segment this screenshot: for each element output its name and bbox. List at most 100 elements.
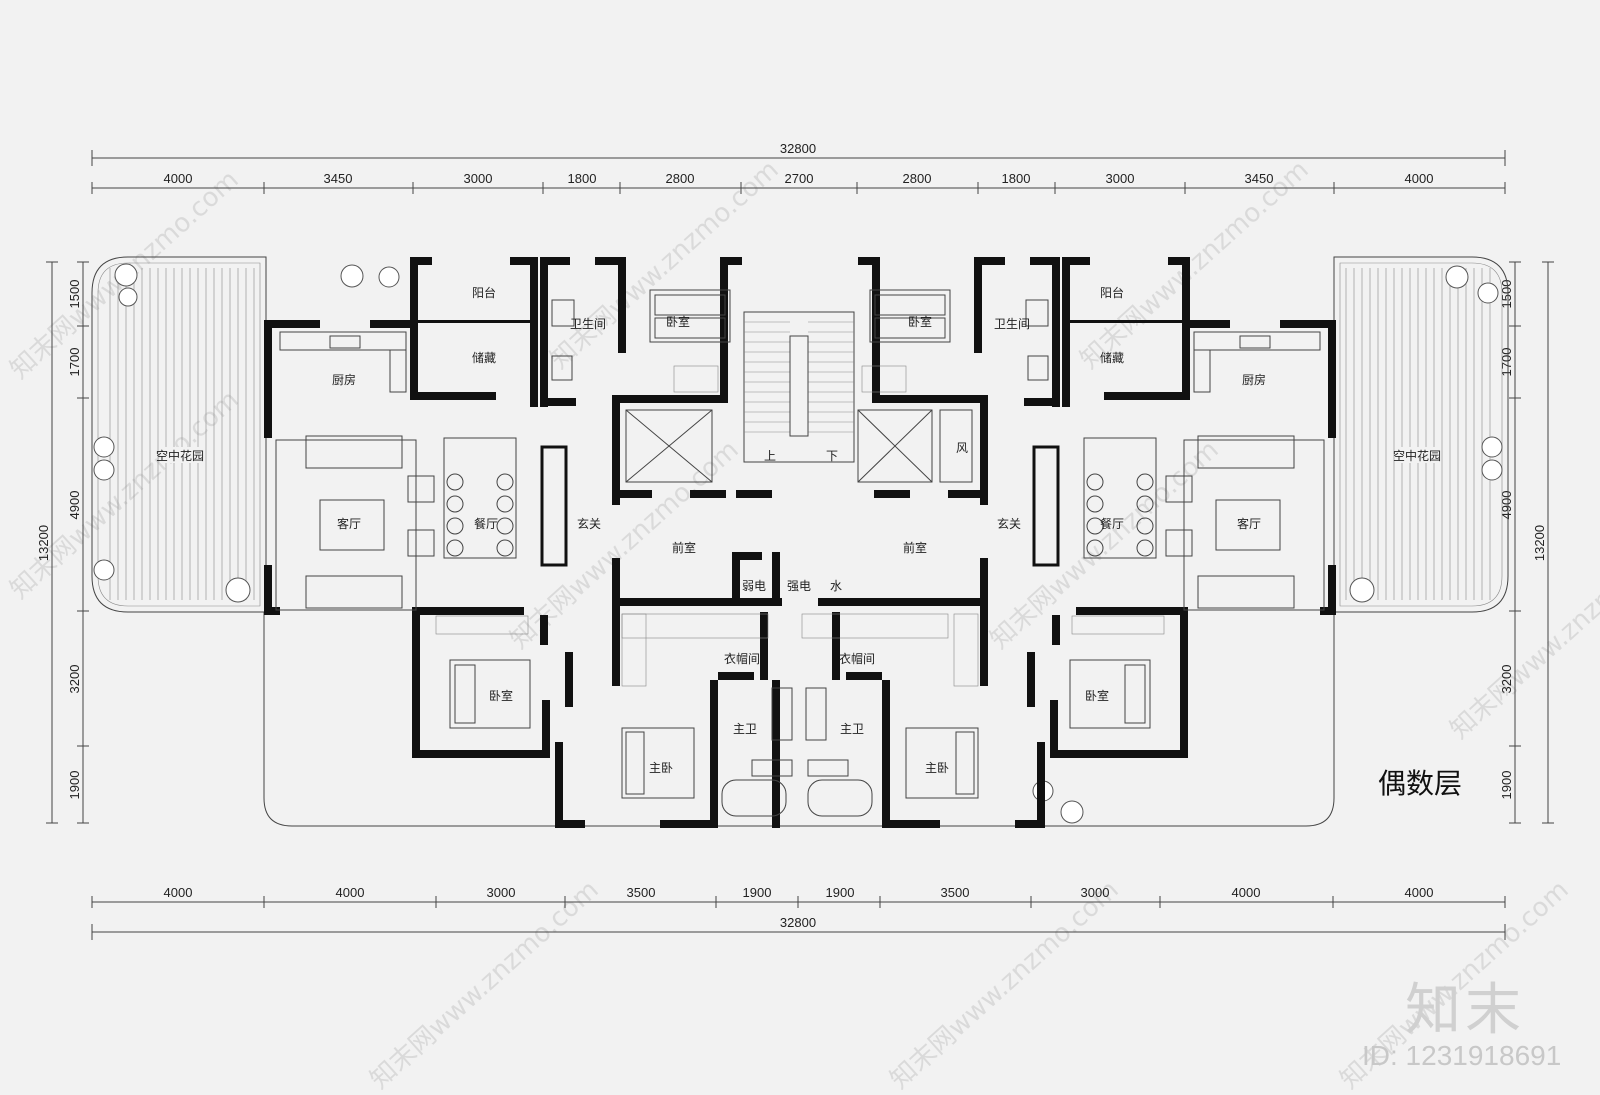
watermark: 知末网www.znzmo.com <box>5 385 245 605</box>
room-label-master-bed: 主卧 <box>925 761 949 775</box>
room-label-living: 客厅 <box>337 516 361 531</box>
brand-id: ID: 1231918691 <box>1362 1040 1562 1071</box>
closet-hatching <box>435 365 1165 687</box>
bath-fixtures <box>551 299 1049 817</box>
landscape-trees <box>93 263 1503 824</box>
dim-bottom-seg: 4000 <box>1405 885 1434 900</box>
dim-bottom-seg: 3500 <box>627 885 656 900</box>
dim-top-seg: 2800 <box>666 171 695 186</box>
dim-top-seg: 2800 <box>903 171 932 186</box>
room-label-water: 水 <box>830 579 842 593</box>
room-label-dining: 餐厅 <box>474 516 498 531</box>
dim-top-seg: 2700 <box>785 171 814 186</box>
bottom-dimension-lines: 4000 4000 3000 3500 1900 1900 3500 3000 … <box>91 885 1506 940</box>
dim-right-total: 13200 <box>1532 525 1547 561</box>
room-label-wind: 风 <box>956 441 968 455</box>
room-label-lobby: 前室 <box>903 540 927 555</box>
dim-bottom-total: 32800 <box>780 915 816 930</box>
dim-bottom-seg: 3000 <box>1081 885 1110 900</box>
top-dimension-lines: 32800 4000 3450 3000 1800 2800 2700 2800… <box>91 141 1506 194</box>
tree-icon <box>114 263 138 287</box>
room-label-closet: 衣帽间 <box>839 651 875 666</box>
watermark: 知末网www.znzmo.com <box>985 435 1225 655</box>
dim-top-seg: 3000 <box>1106 171 1135 186</box>
stair-core: 上 下 <box>743 311 855 463</box>
room-label-balcony: 阳台 <box>472 285 496 300</box>
brand-logo: 知末 <box>1405 978 1525 1043</box>
room-label-living: 客厅 <box>1237 516 1261 531</box>
tree-icon <box>378 266 400 288</box>
dim-bottom-seg: 4000 <box>336 885 365 900</box>
room-label-master-bath: 主卫 <box>733 722 757 736</box>
stair-down-label: 下 <box>826 449 838 463</box>
tree-icon <box>1445 265 1469 289</box>
sky-garden-right: 空中花园 <box>1333 256 1509 613</box>
left-dimension-lines: 1500 1700 4900 3200 1900 13200 <box>36 261 89 824</box>
room-label-bathroom: 卫生间 <box>994 317 1030 331</box>
tree-icon <box>1060 800 1084 824</box>
dim-left-seg: 3200 <box>67 665 82 694</box>
room-label-bedroom: 卧室 <box>666 314 690 329</box>
room-label-balcony: 阳台 <box>1100 285 1124 300</box>
room-label-master-bed: 主卧 <box>649 761 673 775</box>
dim-top-seg: 1800 <box>1002 171 1031 186</box>
tree-icon <box>118 287 138 307</box>
room-label-storage: 储藏 <box>1100 350 1124 365</box>
dim-bottom-seg: 1900 <box>826 885 855 900</box>
room-labels: 阳台 阳台 储藏 储藏 厨房 厨房 卫生间 卫生间 卧室 卧室 客厅 客厅 餐厅… <box>332 285 1266 775</box>
stair-up-label: 上 <box>764 449 776 463</box>
walls-right-unit <box>818 257 1336 828</box>
sky-garden-left: 空中花园 <box>91 256 267 613</box>
dim-right-seg: 1900 <box>1499 771 1514 800</box>
dim-left-seg: 4900 <box>67 491 82 520</box>
kitchen-fixtures <box>279 331 1321 393</box>
dim-top-total: 32800 <box>780 141 816 156</box>
dim-top-seg: 3000 <box>464 171 493 186</box>
walls-left-unit <box>264 257 782 828</box>
room-label-bedroom: 卧室 <box>489 688 513 703</box>
right-dimension-lines: 1500 1700 4900 3200 1900 13200 <box>1499 261 1554 824</box>
room-label-bathroom: 卫生间 <box>570 317 606 331</box>
dim-top-seg: 4000 <box>164 171 193 186</box>
room-label-closet: 衣帽间 <box>724 651 760 666</box>
tree-icon <box>340 264 364 288</box>
dim-bottom-seg: 3000 <box>487 885 516 900</box>
watermark-layer: 知末网www.znzmo.com 知末网www.znzmo.com 知末网www… <box>5 155 1600 1095</box>
room-label-sky-garden: 空中花园 <box>156 448 204 463</box>
dim-top-seg: 4000 <box>1405 171 1434 186</box>
dim-right-seg: 3200 <box>1499 665 1514 694</box>
dim-top-seg: 3450 <box>1245 171 1274 186</box>
lower-terrace-outline <box>263 612 1335 827</box>
dim-top-seg: 1800 <box>568 171 597 186</box>
room-label-strong-elec: 强电 <box>787 579 811 593</box>
tree-icon <box>1481 436 1503 458</box>
dim-bottom-seg: 1900 <box>743 885 772 900</box>
tree-icon <box>93 459 115 481</box>
dim-top-seg: 3450 <box>324 171 353 186</box>
room-label-dining: 餐厅 <box>1100 516 1124 531</box>
room-label-kitchen: 厨房 <box>1242 372 1266 387</box>
floor-title: 偶数层 <box>1378 767 1463 800</box>
tree-icon <box>225 577 251 603</box>
beds <box>449 289 1151 799</box>
watermark: 知末网www.znzmo.com <box>885 875 1125 1095</box>
room-label-sky-garden: 空中花园 <box>1393 448 1441 463</box>
tree-icon <box>1477 282 1499 304</box>
dim-bottom-seg: 4000 <box>1232 885 1261 900</box>
room-label-entry: 玄关 <box>997 516 1021 531</box>
tree-icon <box>93 559 115 581</box>
tree-icon <box>93 436 115 458</box>
room-label-kitchen: 厨房 <box>332 372 356 387</box>
watermark: 知末网www.znzmo.com <box>365 875 605 1095</box>
dim-left-seg: 1700 <box>67 348 82 377</box>
dim-bottom-seg: 4000 <box>164 885 193 900</box>
living-furniture-left <box>275 435 517 611</box>
dim-left-seg: 1900 <box>67 771 82 800</box>
dim-right-seg: 1700 <box>1499 348 1514 377</box>
elevator-shafts <box>625 409 973 483</box>
room-label-storage: 储藏 <box>472 350 496 365</box>
dim-bottom-seg: 3500 <box>941 885 970 900</box>
room-label-weak-elec: 弱电 <box>742 579 766 593</box>
room-label-entry: 玄关 <box>577 516 601 531</box>
